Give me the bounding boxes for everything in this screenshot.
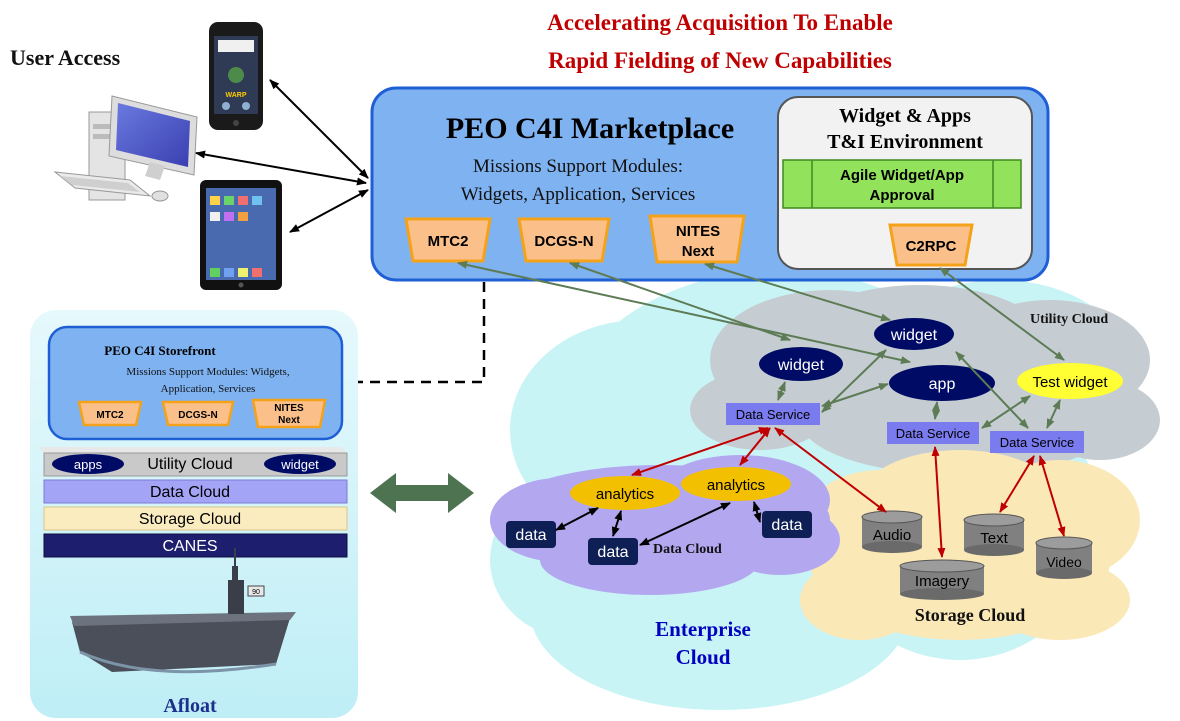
marketplace-title: PEO C4I Marketplace — [446, 112, 734, 145]
afloat-data-label: Data Cloud — [150, 484, 230, 501]
data-service-1-label: Data Service — [736, 407, 810, 422]
storefront-module-mtc2[interactable]: MTC2 — [77, 400, 143, 427]
marketplace-module-nites-line2: Next — [682, 243, 715, 260]
analytics-2-label: analytics — [707, 477, 765, 494]
marketplace-module-nites[interactable]: NITES Next — [648, 214, 746, 264]
storage-audio[interactable]: Audio — [861, 510, 923, 553]
utility-widget-left-label: widget — [777, 357, 825, 374]
enterprise-cloud-label-1: Enterprise — [655, 617, 751, 641]
data-node-2-label: data — [597, 544, 628, 561]
marketplace-module-mtc2[interactable]: MTC2 — [404, 217, 492, 263]
phone-brand-label: WARP — [226, 92, 247, 99]
widget-env-module-c2rpc-label: C2RPC — [906, 238, 957, 255]
analytics-1-label: analytics — [596, 486, 654, 503]
agile-approval-line2: Approval — [869, 187, 934, 204]
desktop-computer-icon — [53, 95, 198, 202]
analytics-1[interactable] — [570, 476, 680, 510]
data-node-3-label: data — [771, 517, 802, 534]
marketplace-subtitle-2: Widgets, Application, Services — [461, 184, 696, 205]
utility-widget-upper-label: widget — [890, 327, 938, 344]
utility-test-widget[interactable] — [1017, 363, 1123, 399]
storefront-module-mtc2-label: MTC2 — [96, 410, 124, 421]
storefront-module-nites-line2: Next — [278, 415, 300, 426]
afloat-storage-layer: Storage Cloud — [43, 506, 348, 531]
agile-approval-box: Agile Widget/App Approval — [782, 159, 1022, 209]
afloat-enterprise-double-arrow — [370, 473, 474, 513]
ship-flag-number: 90 — [252, 589, 260, 596]
storefront-subtitle-1: Missions Support Modules: Widgets, — [126, 366, 289, 378]
enterprise-cloud-label-2: Cloud — [676, 645, 731, 669]
data-node-3[interactable] — [762, 511, 812, 538]
storefront-module-dcgsn[interactable]: DCGS-N — [161, 400, 235, 427]
title-line-2: Rapid Fielding of New Capabilities — [548, 48, 892, 73]
user-access-label: User Access — [10, 45, 121, 70]
phone-arrow — [269, 79, 369, 179]
agile-approval-line1: Agile Widget/App — [840, 167, 964, 184]
utility-cloud-label: Utility Cloud — [1030, 312, 1108, 327]
afloat-canes-layer: CANES — [43, 533, 348, 558]
storefront-title: PEO C4I Storefront — [104, 343, 216, 358]
afloat-utility-label: Utility Cloud — [147, 456, 232, 473]
widget-env-title-2: T&I Environment — [827, 131, 983, 153]
afloat-apps-label: apps — [74, 457, 103, 472]
storage-text-label: Text — [980, 530, 1008, 547]
data-service-3[interactable] — [990, 431, 1084, 453]
afloat-storage-label: Storage Cloud — [139, 511, 241, 528]
storage-imagery-label: Imagery — [915, 573, 970, 590]
title-line-1: Accelerating Acquisition To Enable — [547, 10, 893, 35]
black-data-connectors — [555, 501, 762, 546]
afloat-utility-layer: apps Utility Cloud widget — [38, 447, 348, 477]
data-service-2-label: Data Service — [896, 426, 970, 441]
storage-video[interactable]: Video — [1035, 536, 1093, 579]
storefront-subtitle-2: Application, Services — [161, 383, 256, 395]
tablet-icon — [200, 180, 282, 290]
tablet-arrow — [289, 189, 369, 233]
afloat-data-layer: Data Cloud — [43, 479, 348, 504]
green-connectors — [457, 261, 1065, 429]
data-service-3-label: Data Service — [1000, 435, 1074, 450]
marketplace-module-dcgsn-label: DCGS-N — [534, 233, 593, 250]
storefront-module-nites[interactable]: NITES Next — [251, 398, 327, 429]
utility-test-widget-label: Test widget — [1032, 374, 1108, 391]
storage-audio-label: Audio — [873, 527, 911, 544]
smartphone-icon: WARP — [209, 22, 263, 130]
storage-cloud-label: Storage Cloud — [915, 605, 1026, 625]
storage-video-label: Video — [1046, 554, 1082, 570]
marketplace-module-nites-line1: NITES — [676, 223, 720, 240]
marketplace-storefront-connector — [343, 282, 486, 384]
data-service-1[interactable] — [726, 403, 820, 425]
storefront-module-dcgsn-label: DCGS-N — [178, 410, 217, 421]
marketplace-module-mtc2-label: MTC2 — [428, 233, 469, 250]
afloat-canes-label: CANES — [162, 538, 217, 555]
data-node-2[interactable] — [588, 538, 638, 565]
red-connectors — [631, 427, 1066, 558]
data-node-1-label: data — [515, 527, 546, 544]
aircraft-carrier-icon: 90 — [70, 548, 296, 674]
marketplace-subtitle-1: Missions Support Modules: — [473, 156, 683, 177]
desktop-arrow — [195, 150, 367, 186]
storage-imagery[interactable]: Imagery — [899, 559, 985, 600]
widget-env-title-1: Widget & Apps — [839, 105, 971, 127]
data-node-1[interactable] — [506, 521, 556, 548]
storefront-module-nites-line1: NITES — [274, 403, 304, 414]
data-cloud-label: Data Cloud — [653, 542, 722, 557]
utility-app-label: app — [929, 376, 956, 393]
marketplace-module-dcgsn[interactable]: DCGS-N — [517, 217, 611, 263]
afloat-widget-label: widget — [280, 457, 319, 472]
afloat-label: Afloat — [163, 695, 217, 717]
storage-text[interactable]: Text — [963, 513, 1025, 556]
widget-env-module-c2rpc[interactable]: C2RPC — [888, 223, 974, 267]
